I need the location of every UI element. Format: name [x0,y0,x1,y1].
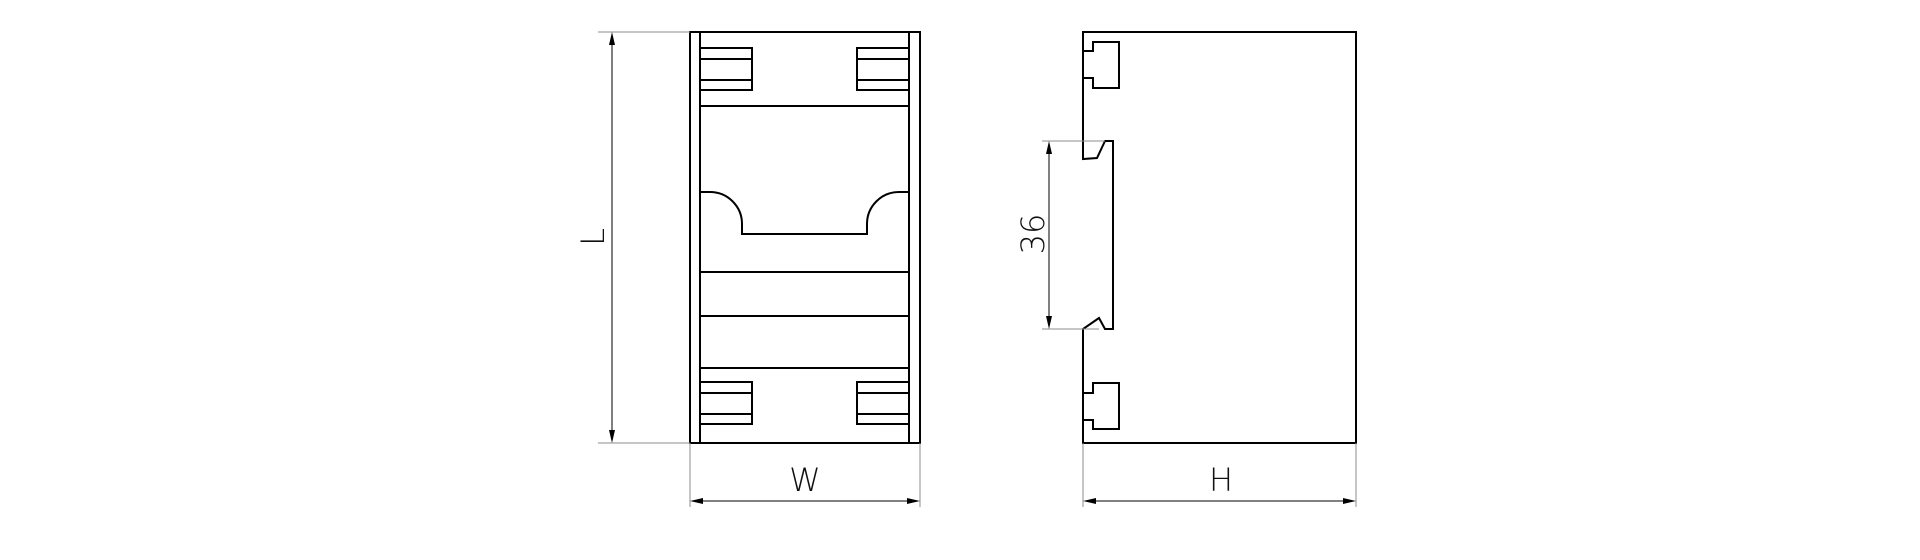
height-arrow-right [1343,498,1356,504]
bottom-right-clip [856,381,909,425]
height-arrow-left [1083,498,1096,504]
spacing-arrow-bottom [1046,316,1052,329]
rail-spacing-label: 36 [1014,214,1052,255]
length-label: L [574,228,612,246]
width-arrow-right [907,498,920,504]
front-view-outline [689,31,921,444]
width-label: W [789,461,821,499]
top-left-clip [700,47,753,91]
width-arrow-left [690,498,703,504]
length-arrow-top [609,32,615,45]
bottom-mount-tab [1083,382,1120,430]
height-dimension: H [1082,443,1357,507]
length-arrow-bottom [609,430,615,443]
rail-spacing-dimension: 36 [1014,140,1105,330]
length-dimension: L [574,31,690,444]
spacing-arrow-top [1046,141,1052,154]
side-view-outline [1082,31,1357,444]
cable-cutout [700,191,909,235]
top-right-clip [856,47,909,91]
height-label: H [1209,461,1233,499]
width-dimension: W [689,443,921,507]
top-mount-tab [1083,41,1120,89]
bottom-left-clip [700,381,753,425]
side-view [1082,31,1357,444]
front-view [689,31,921,444]
